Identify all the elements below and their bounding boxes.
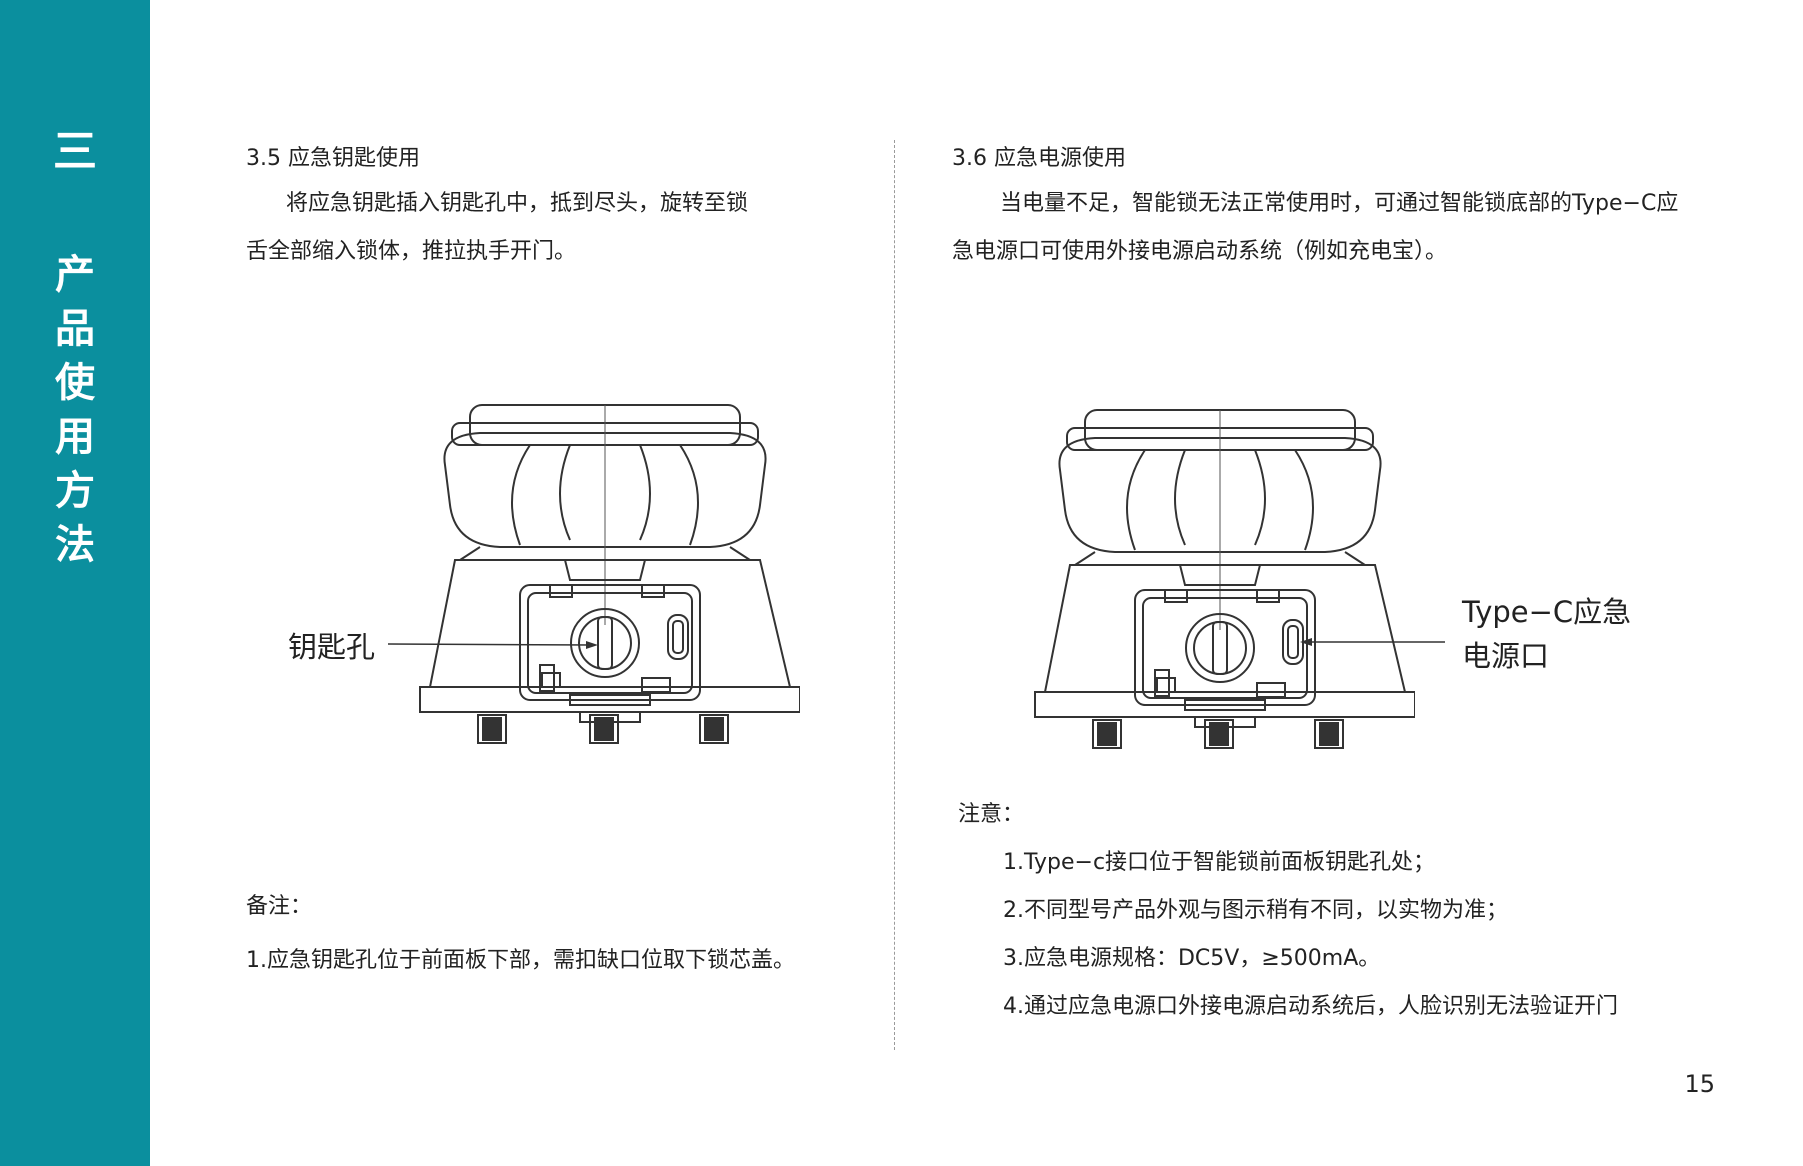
callout-line: Type−C应急 bbox=[1462, 595, 1632, 629]
chapter-title-char: 用 bbox=[55, 414, 95, 460]
paragraph-line: 急电源口可使用外接电源启动系统（例如充电宝）。 bbox=[952, 239, 1448, 264]
chapter-sidebar: 三 产 品 使 用 方 法 bbox=[0, 0, 150, 1166]
chapter-title-char: 产 bbox=[55, 252, 95, 298]
column-divider bbox=[894, 140, 895, 1050]
remark-item: 1.应急钥匙孔位于前面板下部，需扣缺口位取下锁芯盖。 bbox=[246, 948, 795, 973]
paragraph-line: 将应急钥匙插入钥匙孔中，抵到尽头，旋转至锁 bbox=[286, 191, 749, 216]
callout-type-c-port: Type−C应急 电源口 bbox=[1462, 590, 1631, 678]
lock-type-c-diagram bbox=[1034, 409, 1415, 749]
chapter-title-char: 品 bbox=[55, 306, 95, 352]
chapter-title-char: 方 bbox=[55, 468, 95, 514]
chapter-title-char: 使 bbox=[55, 360, 95, 406]
section-heading-emergency-key: 3.5 应急钥匙使用 bbox=[246, 146, 420, 171]
paragraph-line: 当电量不足，智能锁无法正常使用时，可通过智能锁底部的Type−C应 bbox=[1000, 191, 1679, 216]
paragraph-line: 舌全部缩入锁体，推拉执手开门。 bbox=[246, 239, 577, 264]
page-number: 15 bbox=[1684, 1070, 1715, 1098]
chapter-title: 产 品 使 用 方 法 bbox=[0, 248, 150, 572]
leader-line bbox=[388, 641, 598, 649]
callout-line: 电源口 bbox=[1462, 639, 1550, 673]
chapter-title-char: 法 bbox=[55, 522, 95, 568]
remark-title: 备注： bbox=[246, 894, 313, 919]
notes-title: 注意： bbox=[958, 802, 1025, 827]
lock-key-hole-diagram bbox=[419, 404, 800, 744]
note-item: 2.不同型号产品外观与图示稍有不同，以实物为准； bbox=[1003, 898, 1508, 923]
chapter-number: 三 bbox=[53, 126, 97, 177]
leader-line bbox=[1300, 638, 1445, 646]
note-item: 3.应急电源规格：DC5V，≥500mA。 bbox=[1003, 946, 1381, 971]
callout-key-hole: 钥匙孔 bbox=[288, 630, 376, 664]
note-item: 4.通过应急电源口外接电源启动系统后，人脸识别无法验证开门 bbox=[1003, 994, 1618, 1019]
note-item: 1.Type−c接口位于智能锁前面板钥匙孔处； bbox=[1003, 850, 1436, 875]
section-heading-emergency-power: 3.6 应急电源使用 bbox=[952, 146, 1126, 171]
